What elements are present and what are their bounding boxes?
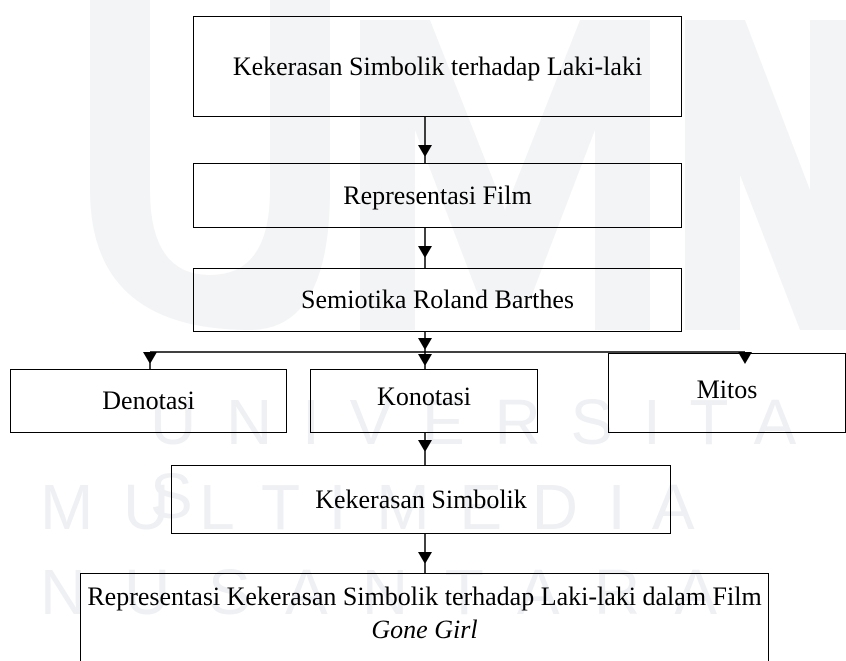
node-kekerasan-simbolik-terhadap-laki-laki: Kekerasan Simbolik terhadap Laki-laki [193,16,682,117]
node-result-label: Representasi Kekerasan Simbolik terhadap… [81,580,768,647]
arrowhead-1 [418,145,432,157]
arrowhead-mitos [738,352,752,364]
arrowhead-3 [418,440,432,452]
node-konotasi: Konotasi [310,369,538,433]
node-representasi-film: Representasi Film [193,163,682,228]
node-semiotika-roland-barthes: Semiotika Roland Barthes [193,268,682,332]
arrowhead-denotasi [143,352,157,364]
node-denotasi: Denotasi [10,369,287,433]
node-mitos: Mitos [608,353,846,433]
node-result-italic: Gone Girl [371,615,478,645]
node-konotasi-label: Konotasi [377,382,471,411]
node-semiotika-label: Semiotika Roland Barthes [301,285,574,315]
node-top-label: Kekerasan Simbolik terhadap Laki-laki [232,51,643,81]
node-result: Representasi Kekerasan Simbolik terhadap… [80,573,769,661]
node-kekerasan-simbolik-label: Kekerasan Simbolik [315,484,527,514]
arrowhead-semiotika [418,338,432,350]
node-mitos-label: Mitos [696,375,758,404]
node-denotasi-label: Denotasi [102,386,195,416]
node-kekerasan-simbolik: Kekerasan Simbolik [171,465,671,534]
arrowhead-4 [418,552,432,564]
node-result-text: Representasi Kekerasan Simbolik terhadap… [87,582,762,611]
arrowhead-2 [418,246,432,258]
arrowhead-konotasi [418,354,432,366]
node-representasi-film-label: Representasi Film [343,180,532,210]
